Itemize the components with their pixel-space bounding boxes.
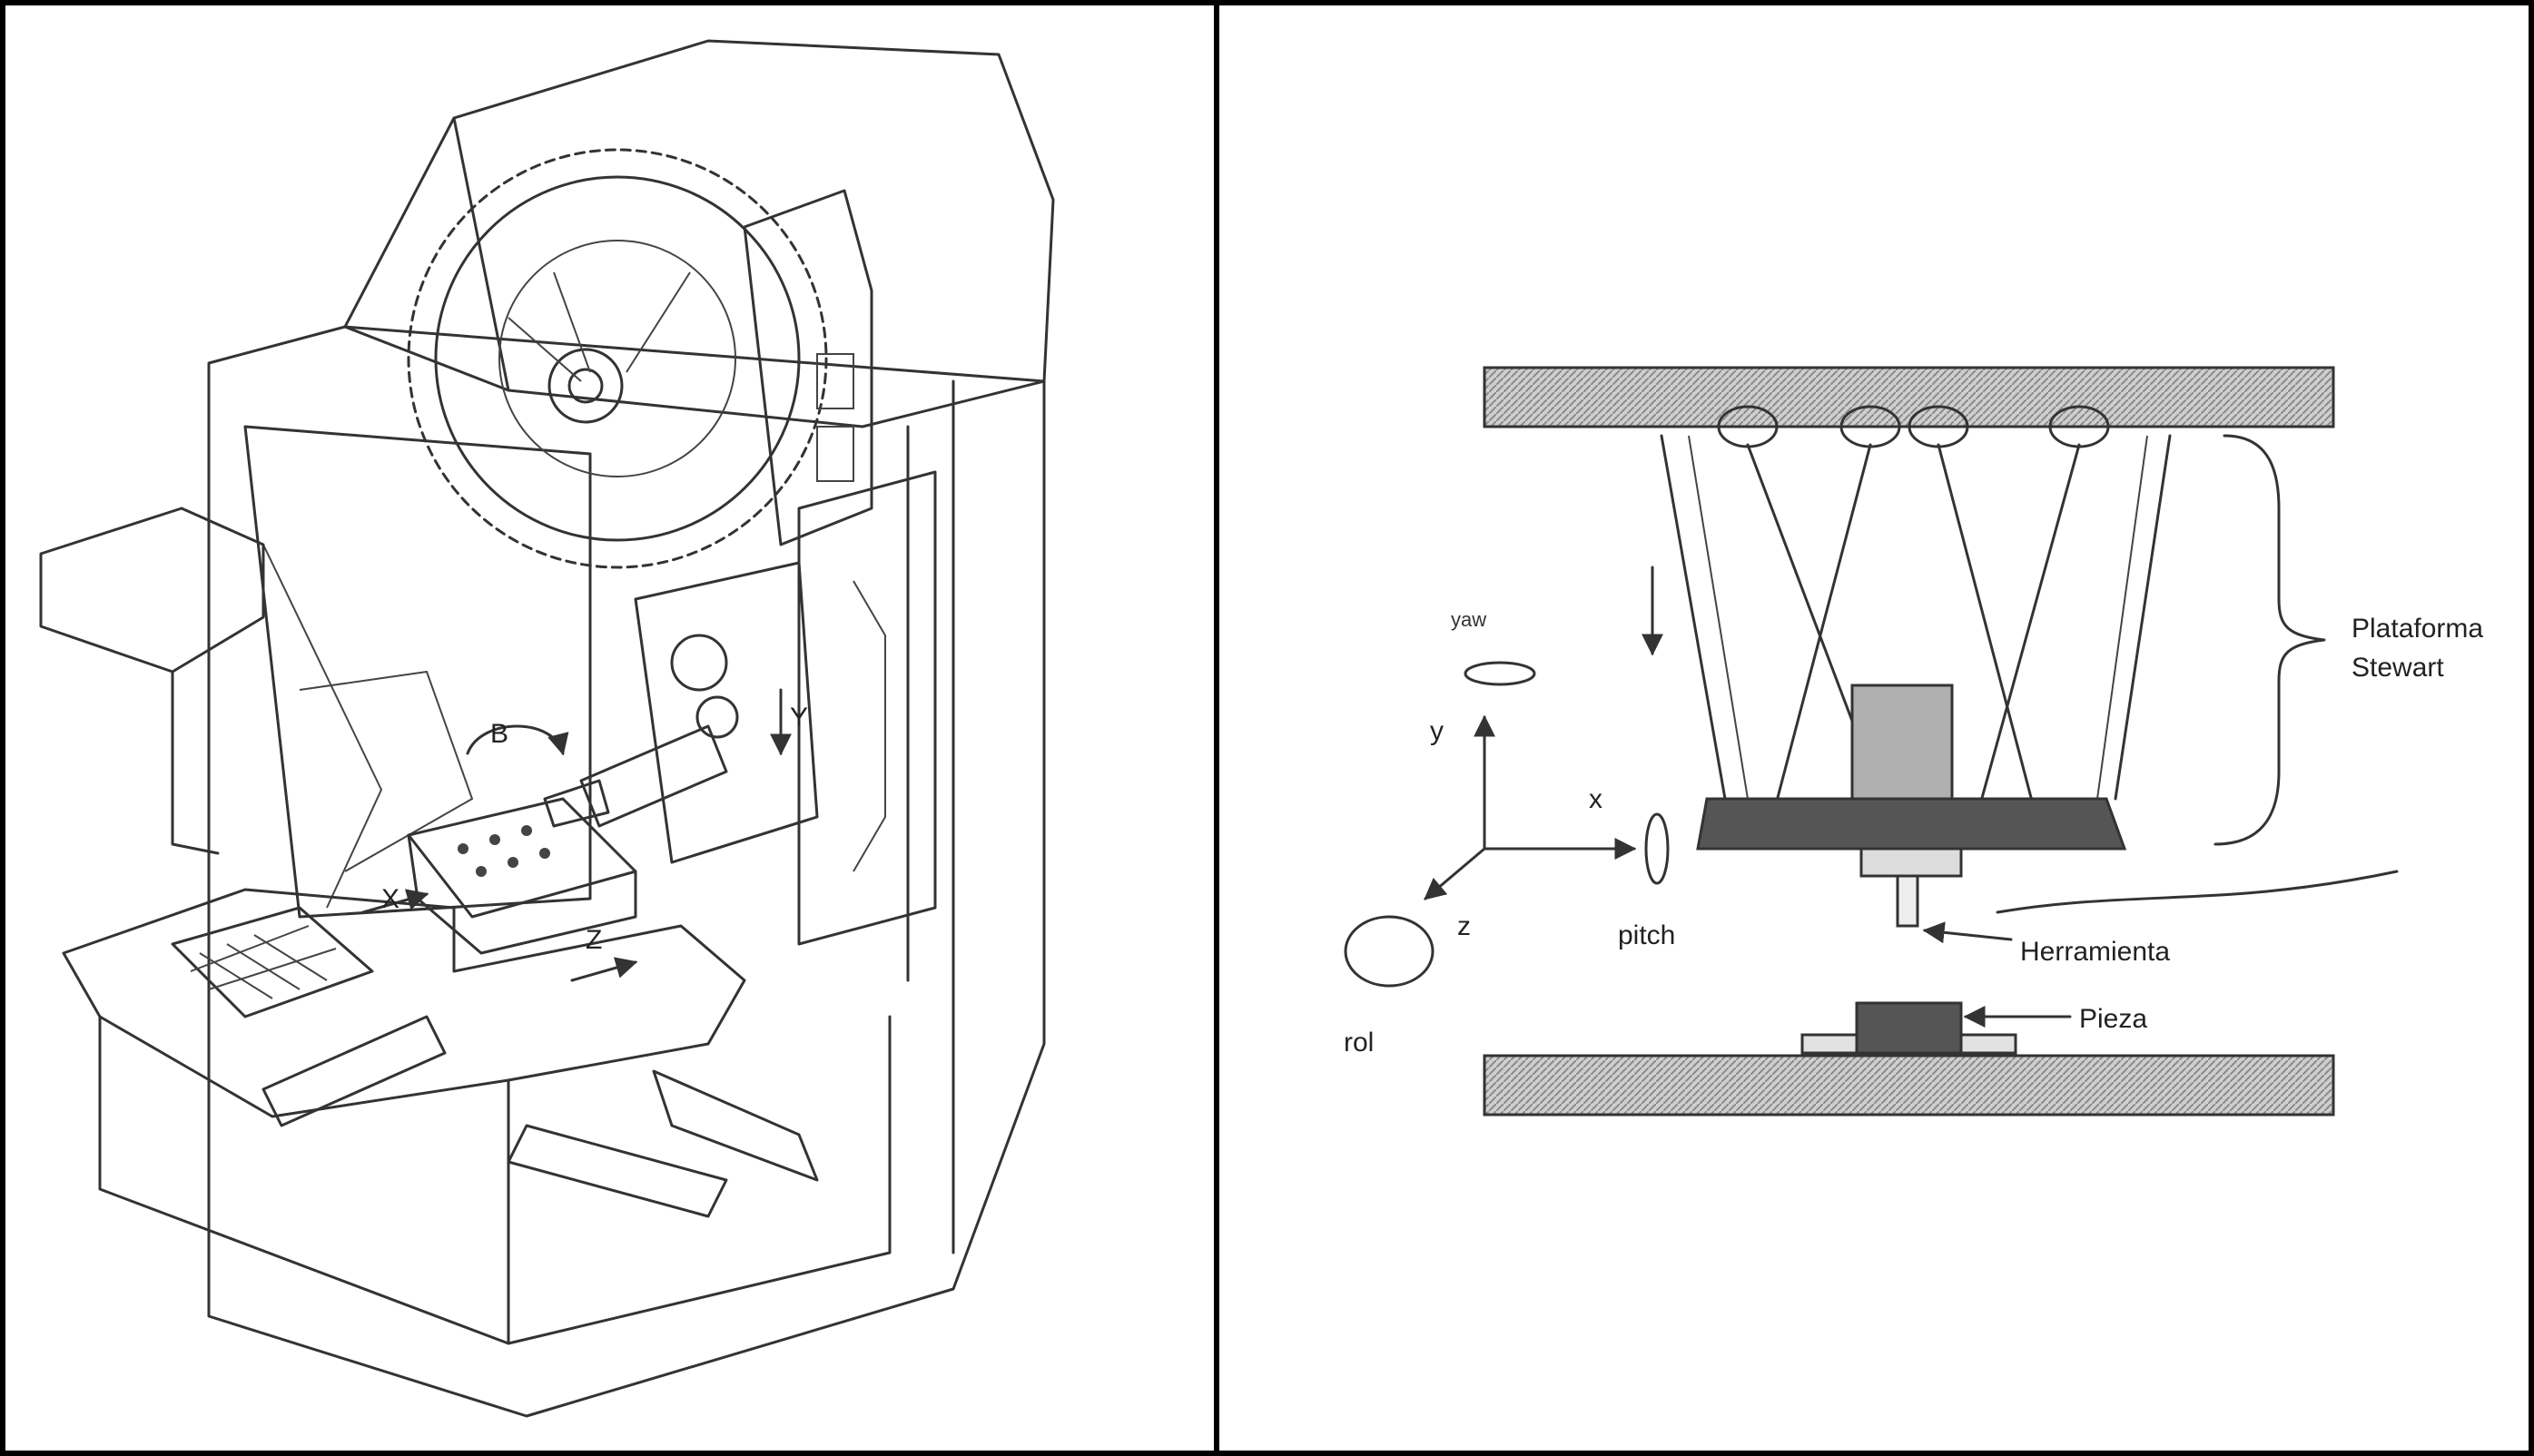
label-z: z (1457, 911, 1471, 941)
tool-leader (1922, 921, 2013, 944)
leg-6 (2114, 434, 2172, 801)
machine-column (207, 325, 1046, 1418)
tool-disk (407, 148, 828, 569)
tool-magazine (743, 189, 873, 546)
leg-5 (1977, 443, 2081, 810)
platform-label-line2: Stewart (2352, 653, 2444, 683)
label-rol: rol (1344, 1028, 1374, 1058)
leg-1 (1660, 434, 1727, 801)
glass-enclosure (243, 425, 592, 919)
actuator-legs (1660, 434, 2172, 819)
spindle-block (1850, 684, 1954, 801)
stewart-platform-diagram: Plataforma Stewart y x z yaw pitch rol H… (1344, 366, 2483, 1117)
machine-head-housing (343, 39, 1055, 428)
leg-3 (1773, 443, 1872, 810)
rol-rotation (1344, 915, 1435, 988)
label-herramienta: Herramienta (2020, 937, 2170, 967)
z-axis (1424, 847, 1486, 900)
label-pitch: pitch (1618, 920, 1675, 950)
label-yaw: yaw (1451, 608, 1486, 631)
platform-label-line1: Plataforma (2352, 614, 2483, 644)
workpiece (1855, 1001, 1963, 1055)
label-pieza: Pieza (2079, 1004, 2147, 1034)
label-x: x (1589, 784, 1602, 814)
axis-label-x: X (381, 884, 399, 914)
slide-base (62, 888, 746, 1118)
x-rail (261, 1015, 447, 1127)
x-motion-arrow (361, 889, 429, 914)
axis-label-b: B (490, 719, 508, 749)
b-rotation-arrow (466, 724, 569, 756)
tool-holder (1859, 847, 1963, 878)
axis-label-y: Y (790, 703, 808, 733)
z-rail (507, 1124, 728, 1218)
spindle (579, 724, 728, 828)
pitch-rotation (1644, 812, 1670, 885)
moving-platform (1696, 797, 2127, 851)
side-tray (39, 507, 265, 674)
axis-label-z: Z (586, 925, 602, 955)
leg-4 (1937, 443, 2036, 810)
bottom-base-plate (1483, 1054, 2335, 1117)
label-y: y (1430, 716, 1444, 746)
tool (1896, 874, 1919, 928)
cable (1996, 870, 2399, 914)
fixture-holes (458, 825, 550, 877)
column-window (797, 470, 937, 946)
z-motion-arrow (570, 957, 638, 982)
spindle-assembly (634, 561, 819, 864)
machine-tool-drawing: B X Y Z (39, 39, 1055, 1418)
grid-plate (171, 906, 374, 1018)
yaw-rotation (1464, 661, 1536, 686)
top-base-plate (1483, 366, 2335, 428)
platform-brace (2214, 434, 2326, 846)
